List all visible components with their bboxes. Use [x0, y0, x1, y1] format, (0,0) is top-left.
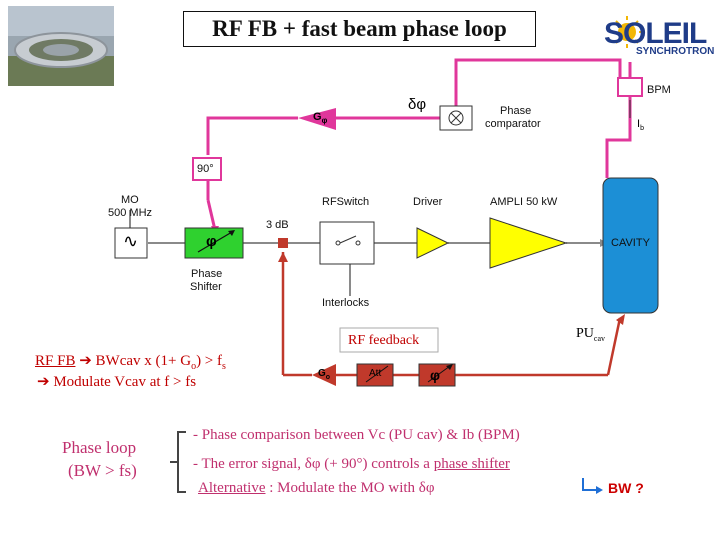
- ib-sub: b: [640, 125, 644, 133]
- note-line-2-text: - The error signal, δφ (+ 90°) controls …: [193, 456, 430, 472]
- driver-label: Driver: [413, 196, 443, 208]
- pu-cav-label: PUcav: [576, 326, 605, 343]
- rf-feedback-label: RF feedback: [348, 333, 420, 348]
- slide-title: RF FB + fast beam phase loop: [183, 11, 536, 47]
- note-line-3-text: : Modulate the MO with δφ: [265, 480, 435, 496]
- times-term: x (1+ G: [140, 353, 192, 369]
- logo-subtitle: SYNCHROTRON: [636, 46, 715, 57]
- cavity-label: CAVITY: [611, 237, 650, 249]
- arrow-icon: ➔: [37, 374, 50, 390]
- mo-oscillator: [114, 227, 148, 259]
- ib-main: I: [637, 118, 641, 130]
- soleil-logo: SOLEIL SYNCHROTRON: [600, 12, 715, 58]
- phase-shifter-label-2: Shifter: [190, 281, 222, 293]
- pu-sub: cav: [593, 333, 606, 343]
- ib-label: Ib: [637, 118, 644, 132]
- phase-comparator-label-2: comparator: [485, 118, 541, 130]
- note-line-3: Alternative : Modulate the MO with δφ: [198, 480, 435, 497]
- pu-main: PU: [576, 326, 594, 341]
- rf-fb-word: RF FB: [35, 353, 76, 369]
- interlocks-label: Interlocks: [322, 297, 370, 309]
- att-label: Att: [369, 368, 382, 379]
- g0-main: G: [318, 368, 326, 379]
- phase-shifter-label-1: Phase: [191, 268, 223, 280]
- logo-name: SOLEIL: [604, 17, 707, 50]
- g-phi-label: G: [313, 111, 322, 123]
- bw-cav: BWcav: [91, 353, 141, 369]
- synchrotron-photo: [8, 6, 114, 86]
- g-phi-sub: φ: [321, 116, 328, 126]
- delta-phi-label: δφ: [408, 96, 427, 113]
- mo-label-2: 500 MHz: [108, 207, 153, 219]
- g-phi-block: Gφ: [313, 111, 327, 125]
- g0-label: Go: [318, 368, 330, 381]
- modulate-note: ➔ Modulate Vcav at f > fs: [37, 372, 196, 391]
- sine-icon: ∿: [123, 231, 139, 251]
- rf-fb-note: RF FB ➔ BWcav x (1+ Go) > fs: [35, 351, 226, 372]
- arrow-icon: ➔: [79, 353, 92, 369]
- rf-switch-label: RFSwitch: [322, 196, 370, 208]
- gt-fs: ) > f: [196, 353, 223, 369]
- note-line-1: - Phase comparison between Vc (PU cav) &…: [193, 427, 520, 443]
- g0-sub: o: [325, 374, 331, 381]
- fs-sub: s: [222, 361, 226, 372]
- bw-question: BW ?: [608, 480, 644, 496]
- go-sub: o: [191, 361, 197, 372]
- phase-loop-note: Phase loop: [62, 438, 137, 457]
- three-db-label: 3 dB: [266, 219, 289, 231]
- deg90-label: 90°: [197, 163, 214, 175]
- phi-symbol: φ: [206, 233, 217, 250]
- alternative-word: Alternative: [198, 480, 266, 496]
- phase-shifter-link: phase shifter: [433, 456, 510, 472]
- phase-loop-bw-note: (BW > fs): [68, 461, 137, 480]
- mo-label-1: MO: [121, 194, 139, 206]
- phi-red-symbol: φ: [430, 367, 441, 383]
- bpm-label: BPM: [647, 84, 671, 96]
- note-line-2: - The error signal, δφ (+ 90°) controls …: [193, 456, 510, 473]
- bpm-box: [617, 77, 643, 97]
- ampli-label: AMPLI 50 kW: [490, 196, 558, 208]
- phase-comparator-label-1: Phase: [500, 105, 532, 117]
- modulate-text: Modulate Vcav at f > fs: [53, 374, 197, 390]
